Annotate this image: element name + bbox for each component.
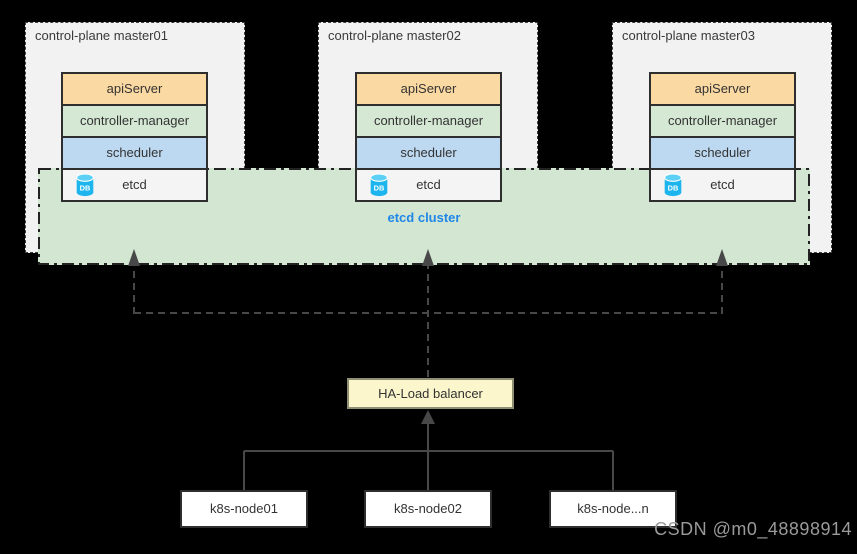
database-icon: DB (664, 173, 682, 197)
nodes-to-lb-solid-lines (243, 423, 614, 490)
lb-arrowhead (421, 410, 435, 424)
controller-manager-box: controller-manager (357, 106, 500, 138)
node-box-k8s-node01: k8s-node01 (180, 490, 308, 528)
database-icon-text: DB (80, 184, 91, 193)
node-box-k8s-noden: k8s-node...n (549, 490, 677, 528)
lb-to-etcd-dashed-lines (133, 264, 723, 377)
etcd-label: etcd (710, 177, 735, 192)
apiserver-box: apiServer (357, 74, 500, 106)
etcd-label: etcd (122, 177, 147, 192)
csdn-watermark: CSDN @m0_48898914 (654, 519, 852, 539)
scheduler-box: scheduler (63, 138, 206, 170)
component-stack-master01: apiServer controller-manager scheduler D… (61, 72, 208, 202)
etcd-box: DB etcd (357, 170, 500, 200)
component-stack-master03: apiServer controller-manager scheduler D… (649, 72, 796, 202)
component-stack-master02: apiServer controller-manager scheduler D… (355, 72, 502, 202)
controller-manager-box: controller-manager (63, 106, 206, 138)
etcd-box: DB etcd (651, 170, 794, 200)
master02-title: control-plane master02 (328, 28, 461, 43)
database-icon: DB (76, 173, 94, 197)
ha-load-balancer-box: HA-Load balancer (347, 378, 514, 409)
scheduler-box: scheduler (357, 138, 500, 170)
master03-title: control-plane master03 (622, 28, 755, 43)
scheduler-box: scheduler (651, 138, 794, 170)
database-icon: DB (370, 173, 388, 197)
etcd-cluster-label: etcd cluster (387, 210, 461, 225)
etcd-box: DB etcd (63, 170, 206, 200)
master01-title: control-plane master01 (35, 28, 168, 43)
database-icon-text: DB (374, 184, 385, 193)
etcd-label: etcd (416, 177, 441, 192)
database-icon-text: DB (668, 184, 679, 193)
apiserver-box: apiServer (651, 74, 794, 106)
apiserver-box: apiServer (63, 74, 206, 106)
controller-manager-box: controller-manager (651, 106, 794, 138)
node-box-k8s-node02: k8s-node02 (364, 490, 492, 528)
